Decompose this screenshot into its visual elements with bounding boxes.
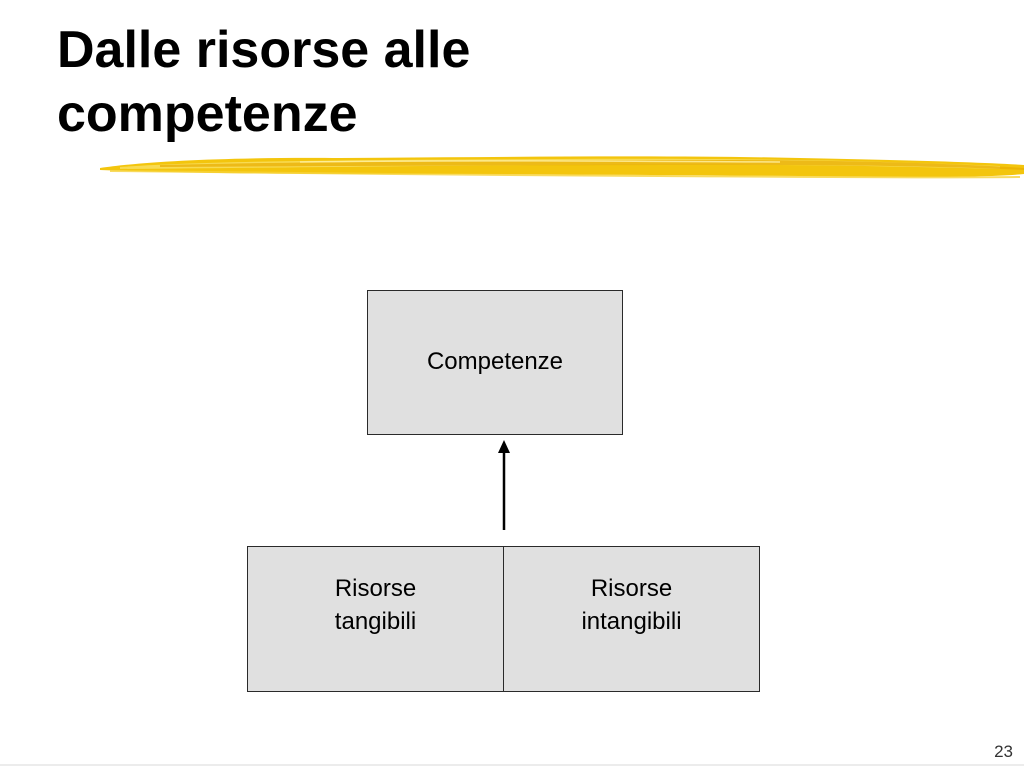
risorse-intangibili-label: Risorse intangibili [581,575,682,635]
page-number: 23 [994,742,1013,761]
competenze-box: Competenze [367,290,623,435]
slide-title-line-1: Dalle risorse alle [57,21,471,79]
risorse-intangibili-box: Risorse intangibili [503,546,760,692]
competenze-label: Competenze [426,348,564,375]
yellow-brush-stroke [100,156,1024,179]
bottom-divider [0,764,1024,766]
risorse-tangibili-box: Risorse tangibili [247,546,504,692]
slide-title-line-2: competenze [57,85,358,143]
slide-title: Dalle risorse alle competenze [57,18,757,146]
risorse-tangibili-label: Risorse tangibili [334,575,417,635]
up-arrow [498,440,510,530]
